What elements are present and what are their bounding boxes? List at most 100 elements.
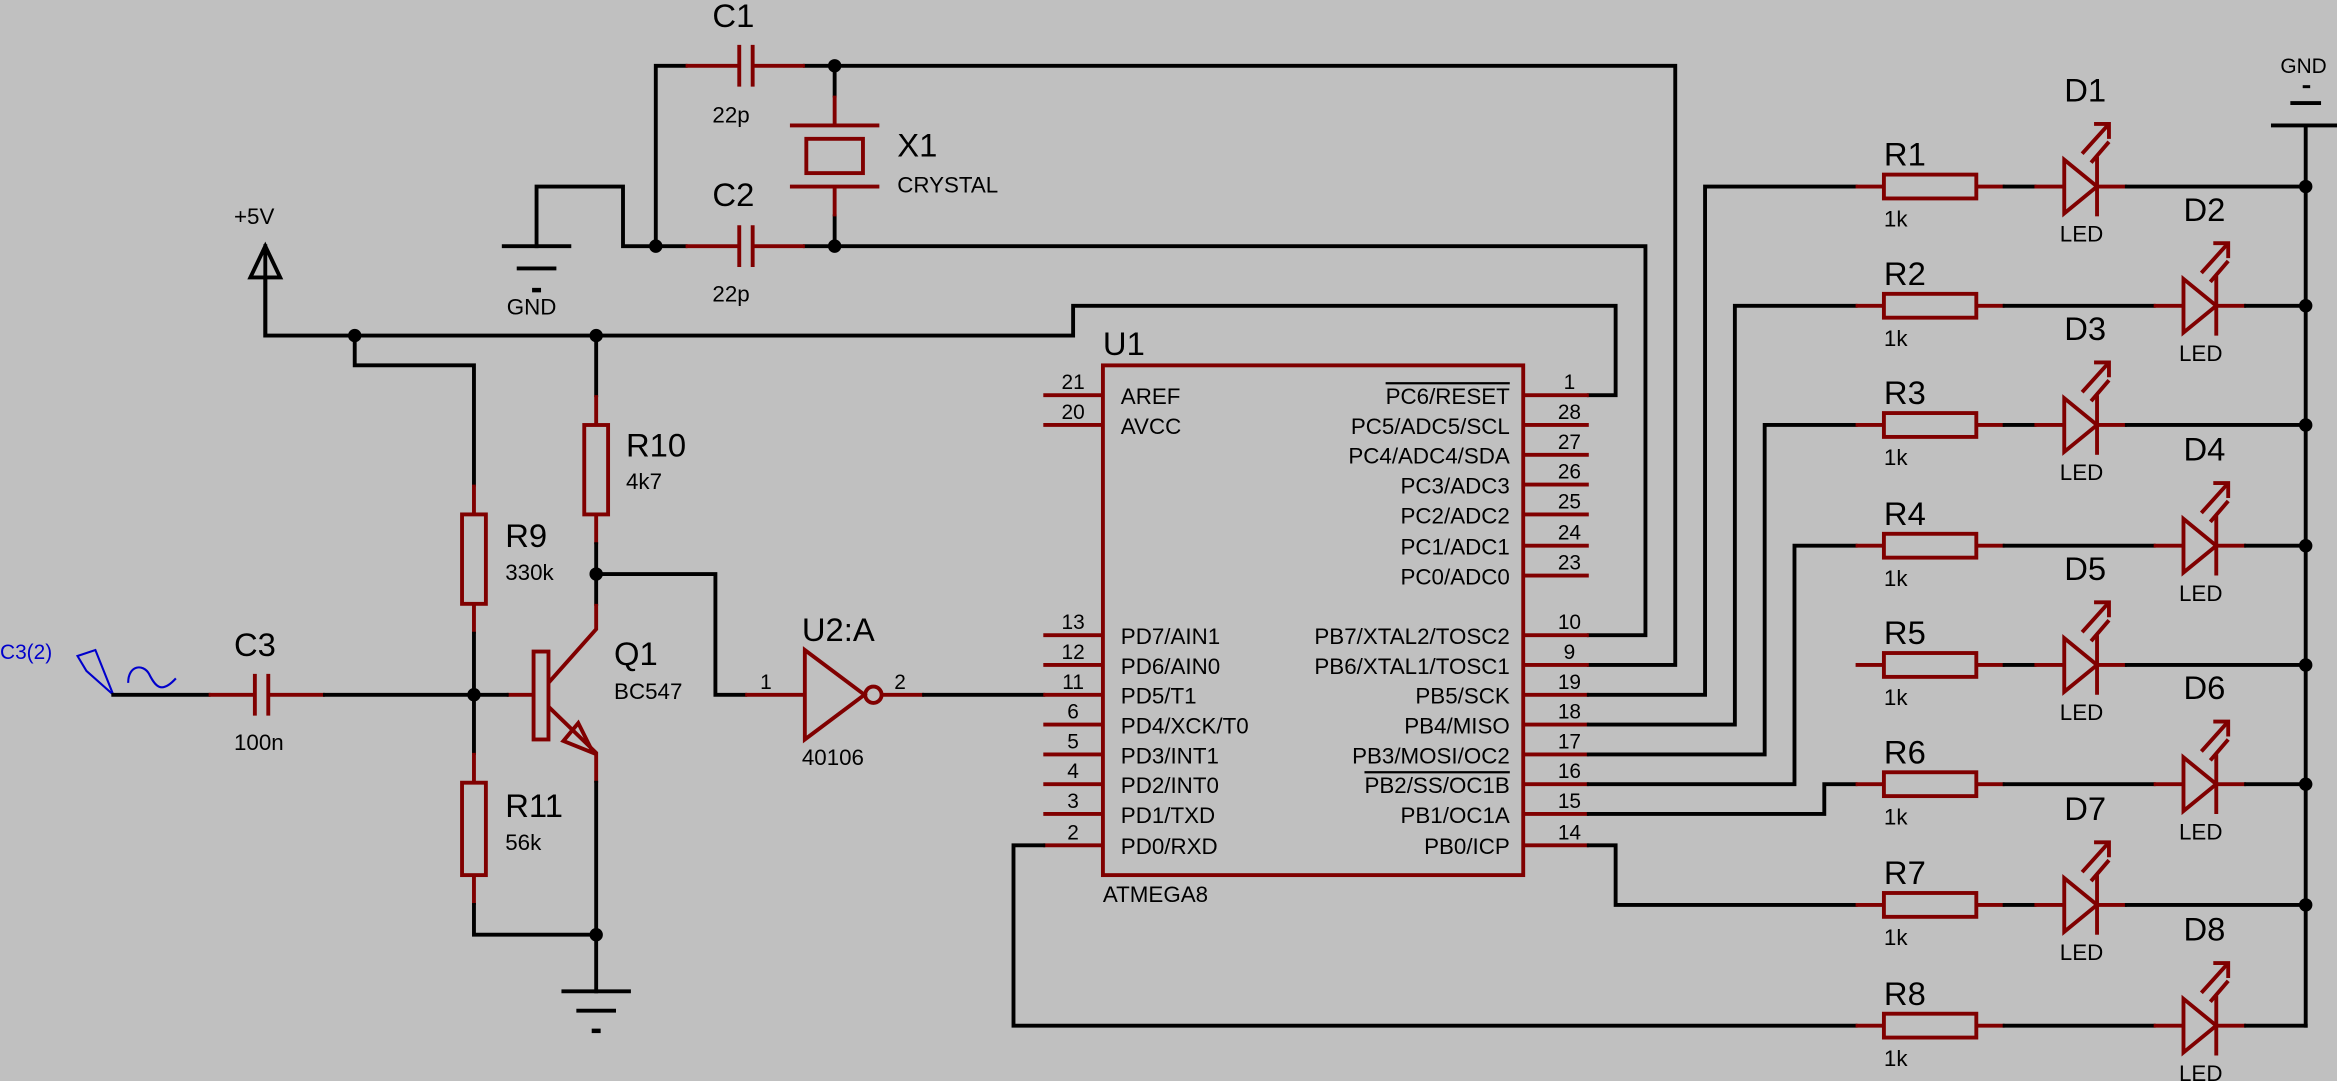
pin-name: AREF [1121, 384, 1181, 409]
pin-number: 18 [1558, 701, 1581, 724]
c2-value: 22p [712, 281, 749, 306]
r11-ref: R11 [505, 787, 563, 824]
pin-name: PC1/ADC1 [1401, 535, 1510, 560]
resistor-value: 1k [1884, 1046, 1908, 1071]
pin-number: 20 [1062, 401, 1085, 424]
pin-number: 16 [1558, 760, 1581, 783]
capacitor-c3[interactable]: C3 100n [208, 626, 325, 755]
pin-number: 6 [1067, 701, 1079, 724]
pin-name: PC4/ADC4/SDA [1348, 444, 1510, 469]
u2a-value: 40106 [802, 745, 864, 770]
light-emission-arrows-icon [2080, 121, 2111, 164]
pin-number: 11 [1062, 671, 1084, 694]
resistor-ref: R3 [1884, 374, 1926, 411]
crystal-oscillator-section: C1 22p C2 22p X1 CRYSTAL GND [501, 0, 1678, 667]
pin-number: 1 [1564, 371, 1576, 394]
c1-value: 22p [712, 102, 749, 127]
pin-name: PB5/SCK [1415, 684, 1509, 709]
x1-ref: X1 [897, 127, 937, 164]
pin-number: 19 [1558, 671, 1581, 694]
resistor-ref: R2 [1884, 255, 1926, 292]
led-ref: D3 [2064, 310, 2106, 347]
pin-name: PC6/RESET [1386, 384, 1511, 409]
c1-ref: C1 [712, 0, 754, 34]
resistor-ref: R8 [1884, 975, 1926, 1012]
signal-generator-icon[interactable]: C3(2) [0, 641, 177, 696]
transistor-q1[interactable]: Q1 BC547 [506, 603, 683, 783]
pin-name: PB1/OC1A [1401, 803, 1510, 828]
light-emission-arrows-icon [2080, 600, 2111, 643]
pin-number: 25 [1558, 490, 1581, 513]
vcc-rail: +5V [234, 204, 1618, 487]
c3-value: 100n [234, 730, 284, 755]
pin-number: 24 [1558, 522, 1581, 545]
resistor-r11[interactable]: R11 56k [460, 752, 563, 905]
capacitor-c2[interactable]: C2 22p [685, 176, 805, 306]
pin-name: PD2/INT0 [1121, 773, 1219, 798]
capacitor-c1[interactable]: C1 22p [685, 0, 805, 127]
light-emission-arrows-icon [2080, 840, 2111, 883]
resistor-r8[interactable]: R8 1k [1855, 975, 2005, 1071]
led-ref: D7 [2064, 790, 2106, 827]
amplifier-section: R9 330k R11 56k R10 4k7 Q1 BC547 [460, 395, 748, 1034]
resistor-r9[interactable]: R9 330k [460, 484, 555, 634]
crystal-x1[interactable]: X1 CRYSTAL [789, 95, 998, 217]
vcc-arrow-icon [247, 241, 284, 338]
pin-name: PD4/XCK/T0 [1121, 714, 1249, 739]
mcu-u1[interactable]: U1 ATMEGA8 21AREF20AVCC13PD7/AIN112PD6/A… [1043, 325, 1589, 907]
c2-ref: C2 [712, 176, 754, 213]
pin-name: PC5/ADC5/SCL [1351, 414, 1510, 439]
pin-name: PD7/AIN1 [1121, 624, 1220, 649]
resistor-r10[interactable]: R10 4k7 [582, 395, 686, 545]
led-value: LED [2060, 700, 2103, 725]
pin-number: 10 [1558, 611, 1581, 634]
light-emission-arrows-icon [2199, 719, 2231, 762]
inverter-u2a[interactable]: U2:A 40106 1 2 [745, 611, 925, 770]
generator-label: C3(2) [0, 641, 52, 664]
